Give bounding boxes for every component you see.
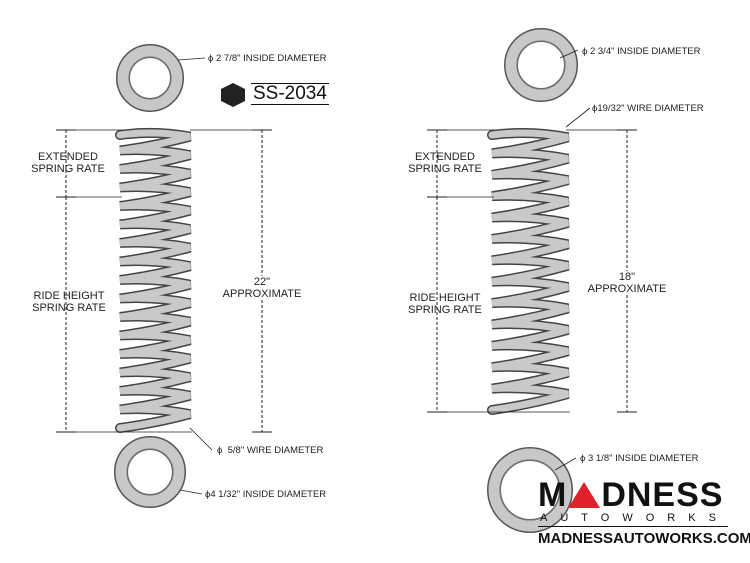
right-top-diameter-label: ϕ 2 3/4" INSIDE DIAMETER bbox=[582, 46, 701, 57]
right-bottom-ring-face bbox=[488, 448, 572, 532]
left-wire-diameter-label: ϕ 5/8" WIRE DIAMETER bbox=[217, 445, 324, 456]
left-top-ring-face bbox=[117, 45, 183, 111]
leader-line bbox=[189, 427, 213, 451]
right-top-ring-face bbox=[505, 29, 577, 101]
right-spring-coils bbox=[488, 129, 569, 414]
leader-line bbox=[179, 489, 203, 495]
right-bottom-diameter-label: ϕ 3 1/8" INSIDE DIAMETER bbox=[580, 453, 699, 464]
leader-line bbox=[565, 107, 591, 128]
left-top-ring-inner bbox=[128, 56, 172, 100]
part-number: SS-2034 bbox=[251, 83, 329, 105]
left-bottom-ring-inner bbox=[126, 448, 174, 496]
right-length-label: 18"APPROXIMATE bbox=[581, 271, 673, 295]
left-top-diameter-label: ϕ 2 7/8" INSIDE DIAMETER bbox=[208, 53, 327, 64]
logo-triangle-icon bbox=[568, 482, 601, 508]
left-length-label: 22"APPROXIMATE bbox=[216, 276, 308, 300]
left-spring-coils bbox=[116, 129, 191, 432]
right-top-ring-inner bbox=[516, 40, 566, 90]
leader-line bbox=[554, 457, 577, 471]
left-bottom-ring-face bbox=[115, 437, 185, 507]
left-bottom-diameter-label: ϕ4 1/32" INSIDE DIAMETER bbox=[205, 489, 327, 500]
part-logo-icon bbox=[221, 83, 245, 107]
leader-line bbox=[177, 57, 206, 61]
leader-line bbox=[559, 49, 579, 59]
right-bottom-ring-inner bbox=[499, 459, 561, 521]
right-wire-diameter-label: ϕ19/32" WIRE DIAMETER bbox=[592, 103, 704, 114]
website-url: MADNESSAUTOWORKS.COM bbox=[538, 526, 750, 547]
